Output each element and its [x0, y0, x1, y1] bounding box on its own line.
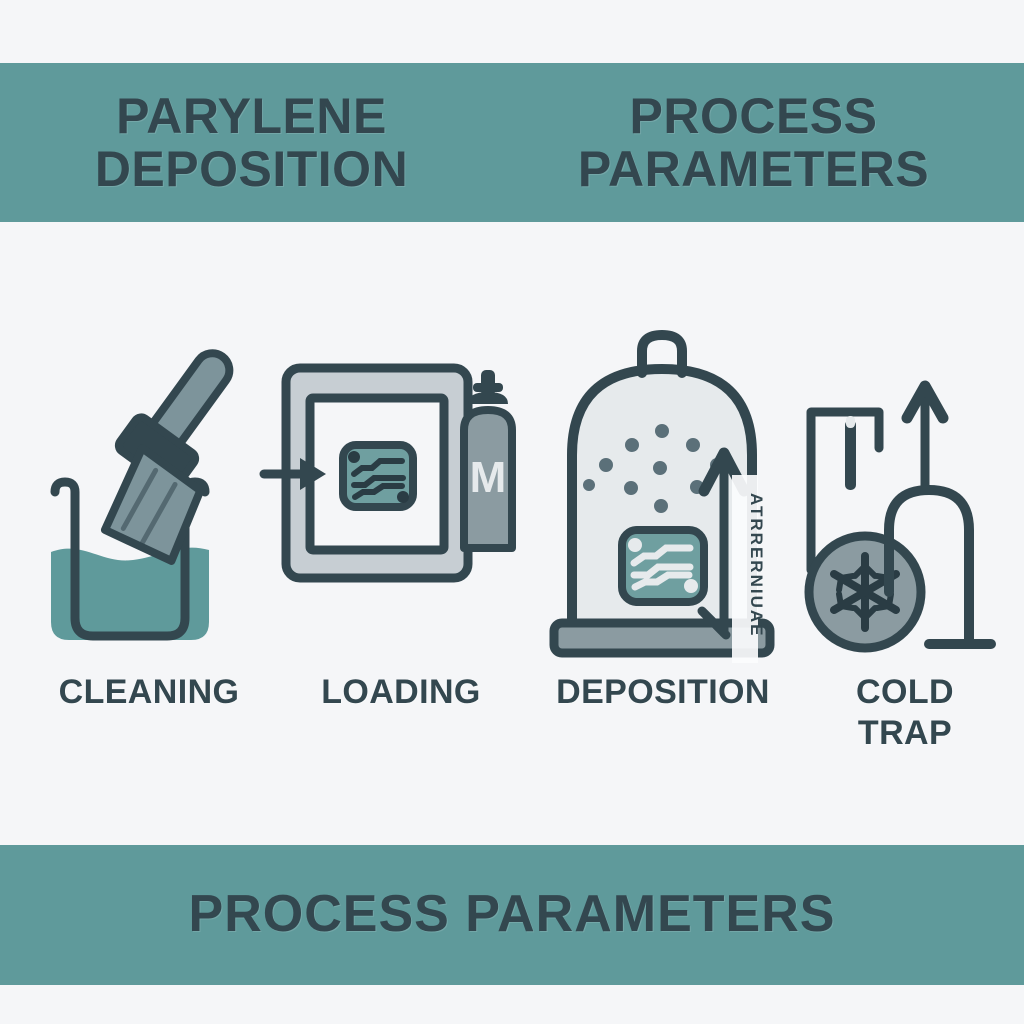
temperature-arrow-text: ATRRERNIUAE [747, 493, 766, 637]
gas-cylinder-body [460, 406, 517, 552]
gooseneck-outlet-pipe [884, 484, 975, 647]
inlet-pipe [806, 407, 884, 453]
vacuum-dome-icon: ATRRERNIUAE [549, 329, 775, 663]
outlet-up-arrow [901, 380, 949, 495]
cold-trap-flask-icon [804, 380, 997, 653]
chip-pad-bottom [397, 491, 410, 503]
load-arrow [259, 458, 327, 490]
snowflake-icon [830, 552, 901, 632]
header-band: PARYLENE DEPOSITION PROCESS PARAMETERS [0, 63, 1024, 222]
thermometer-stem [845, 420, 857, 490]
step-icon-cleaning [23, 340, 253, 670]
chip-circuit-traces [351, 458, 407, 500]
chamber-load-icon: M [259, 363, 517, 583]
step-label-loading: LOADING [321, 673, 481, 711]
step-icon-loading: M [259, 340, 532, 670]
bottom-margin-strip [0, 985, 1024, 1024]
substrate-circuit-traces [630, 544, 694, 591]
temperature-arrow-label: ATRRERNIUAE [731, 475, 766, 663]
step-label-cleaning: CLEANING [58, 673, 240, 711]
footer-title: PROCESS PARAMETERS [188, 885, 836, 944]
gas-cylinder-collar [468, 392, 509, 404]
bristle-lines [120, 467, 178, 547]
substrate-pad-top [627, 538, 642, 552]
dome-handle [636, 329, 687, 378]
thermometer-tip [846, 416, 856, 428]
step-label-deposition: DEPOSITION [556, 673, 770, 711]
top-margin-strip [0, 0, 1024, 63]
gas-cylinder-letter: M [470, 453, 507, 502]
beaker-brush-icon [50, 349, 234, 641]
process-step-icon-row: M [0, 270, 1024, 670]
brush-bristles [100, 444, 205, 565]
substrate-pad-bottom [683, 579, 698, 593]
gas-cylinder-knob [473, 383, 504, 392]
footer-band: PROCESS PARAMETERS [0, 845, 1024, 985]
header-title-right: PROCESS PARAMETERS [577, 87, 930, 197]
process-step-label-row: CLEANING LOADING DEPOSITION COLD TRAP [0, 672, 1024, 792]
header-title-left: PARYLENE DEPOSITION [94, 87, 409, 197]
beaker-liquid [50, 547, 209, 640]
step-label-coldtrap: COLD TRAP [856, 673, 954, 752]
step-icon-deposition: ATRRERNIUAE [542, 325, 792, 670]
chip-pad-top [348, 451, 361, 463]
step-icon-coldtrap [801, 370, 1001, 670]
